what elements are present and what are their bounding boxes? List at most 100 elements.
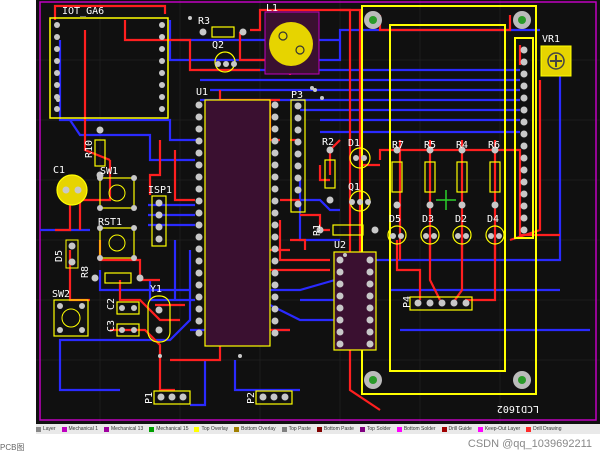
label-r1: R1 xyxy=(312,224,323,236)
label-d3: D3 xyxy=(422,214,434,225)
layer-tab[interactable]: Top Solder xyxy=(359,426,391,432)
layer-tab[interactable]: Bottom Overlay xyxy=(234,426,276,432)
switch-rst1[interactable] xyxy=(97,225,137,261)
layer-color-swatch xyxy=(316,426,322,432)
led-d5[interactable] xyxy=(387,225,407,245)
layer-color-swatch xyxy=(234,426,240,432)
layer-color-swatch xyxy=(281,426,287,432)
led-d1[interactable] xyxy=(349,147,371,169)
label-d2: D2 xyxy=(455,214,467,225)
label-iot-ga6: IOT_GA6 xyxy=(62,6,104,17)
layer-tab-label: Drill Drawing xyxy=(533,426,562,432)
resistor-r5[interactable] xyxy=(424,146,436,209)
label-p4: P4 xyxy=(402,296,413,308)
layer-color-swatch xyxy=(359,426,365,432)
layer-tab[interactable]: Mechanical 15 xyxy=(149,426,188,432)
label-isp1: ISP1 xyxy=(148,185,172,196)
chip-u2[interactable] xyxy=(333,251,377,351)
layer-color-swatch xyxy=(61,426,67,432)
label-rst1: RST1 xyxy=(98,217,122,228)
layer-tab-label: Top Solder xyxy=(366,426,391,432)
layer-tab[interactable]: Bottom Solder xyxy=(396,426,436,432)
label-r2: R2 xyxy=(322,137,334,148)
label-p1: P1 xyxy=(144,392,155,404)
resistor-r1[interactable] xyxy=(316,224,379,236)
capacitor-c3[interactable] xyxy=(116,323,140,337)
resistor-r7[interactable] xyxy=(391,146,403,209)
label-u2: U2 xyxy=(334,240,346,251)
layer-tab-label: Mechanical 1 xyxy=(68,426,98,432)
label-c3: C3 xyxy=(106,320,117,332)
label-c1: C1 xyxy=(53,165,65,176)
led-d5-left[interactable] xyxy=(65,239,79,269)
label-sw2: SW2 xyxy=(52,289,70,300)
resistor-r2[interactable] xyxy=(324,146,336,204)
chip-u1[interactable] xyxy=(195,99,279,347)
header-p4[interactable] xyxy=(409,296,473,311)
transistor-q1[interactable] xyxy=(349,190,371,212)
label-c2: C2 xyxy=(106,298,117,310)
resistor-r6[interactable] xyxy=(489,146,501,209)
resistor-r8[interactable] xyxy=(91,272,144,284)
crystal-y1[interactable] xyxy=(147,295,171,343)
led-d4[interactable] xyxy=(485,225,505,245)
transistor-q2[interactable] xyxy=(214,51,237,73)
label-sw1: SW1 xyxy=(100,166,118,177)
layer-tab-label: Top Paste xyxy=(288,426,311,432)
potentiometer-vr1[interactable] xyxy=(540,45,572,77)
layer-tab[interactable]: Mechanical 13 xyxy=(103,426,144,432)
figure-caption: PCB图 xyxy=(0,443,25,452)
label-r3: R3 xyxy=(198,16,210,27)
resistor-r3[interactable] xyxy=(199,26,247,38)
layer-tab-label: Drill Guide xyxy=(448,426,472,432)
label-r8: R8 xyxy=(80,266,91,278)
iot-ga6-module[interactable] xyxy=(49,17,169,119)
led-d2[interactable] xyxy=(452,225,472,245)
label-d5: D5 xyxy=(389,214,401,225)
label-r5: R5 xyxy=(424,140,436,151)
layer-tab[interactable]: Drill Drawing xyxy=(526,426,562,432)
header-p2[interactable] xyxy=(255,390,293,405)
label-d4: D4 xyxy=(487,214,499,225)
label-r4: R4 xyxy=(456,140,468,151)
layer-tab-label: Bottom Overlay xyxy=(241,426,276,432)
header-p3[interactable] xyxy=(290,99,306,213)
switch-sw2[interactable] xyxy=(53,299,89,337)
resistor-r4[interactable] xyxy=(456,146,468,209)
header-isp1[interactable] xyxy=(151,195,167,247)
label-y1: Y1 xyxy=(150,284,162,295)
layer-tab-label: Mechanical 13 xyxy=(110,426,144,432)
label-d1: D1 xyxy=(348,138,360,149)
label-q2: Q2 xyxy=(212,40,224,51)
layer-tab-label: Layer xyxy=(43,426,56,432)
layer-tab[interactable]: Bottom Paste xyxy=(316,426,354,432)
layer-tab[interactable]: Drill Guide xyxy=(441,426,472,432)
label-r10: R10 xyxy=(84,140,95,158)
lcd-header-pins xyxy=(520,46,528,234)
label-u1: U1 xyxy=(196,87,208,98)
led-d3[interactable] xyxy=(420,225,440,245)
capacitor-c2[interactable] xyxy=(116,301,140,315)
label-r6: R6 xyxy=(488,140,500,151)
layer-tabs-bar[interactable]: Layer Mechanical 1 Mechanical 13 Mechanical… xyxy=(36,424,600,434)
layer-tab[interactable]: Top Paste xyxy=(281,426,311,432)
label-p2: P2 xyxy=(246,392,257,404)
layer-color-swatch xyxy=(441,426,447,432)
layer-tab[interactable]: Keep-Out Layer xyxy=(477,426,520,432)
layer-tab[interactable]: Mechanical 1 xyxy=(61,426,98,432)
layer-tab[interactable]: Layer xyxy=(36,426,56,432)
silkscreen-labels: IOT_GA6 R3 L1 Q2 U1 P3 R2 D1 Q1 R1 U2 VR… xyxy=(52,3,560,414)
buzzer-l1[interactable] xyxy=(264,11,320,75)
layer-color-swatch xyxy=(36,426,41,432)
vias xyxy=(56,16,347,358)
header-p1[interactable] xyxy=(153,390,191,405)
layer-color-swatch xyxy=(477,426,483,432)
label-r7: R7 xyxy=(392,140,404,151)
capacitor-c1[interactable] xyxy=(56,174,88,206)
label-p3: P3 xyxy=(291,90,303,101)
switch-sw1[interactable] xyxy=(97,175,137,211)
layer-color-swatch xyxy=(396,426,402,432)
layer-tab[interactable]: Top Overlay xyxy=(194,426,228,432)
crosshair-cursor xyxy=(436,190,456,210)
